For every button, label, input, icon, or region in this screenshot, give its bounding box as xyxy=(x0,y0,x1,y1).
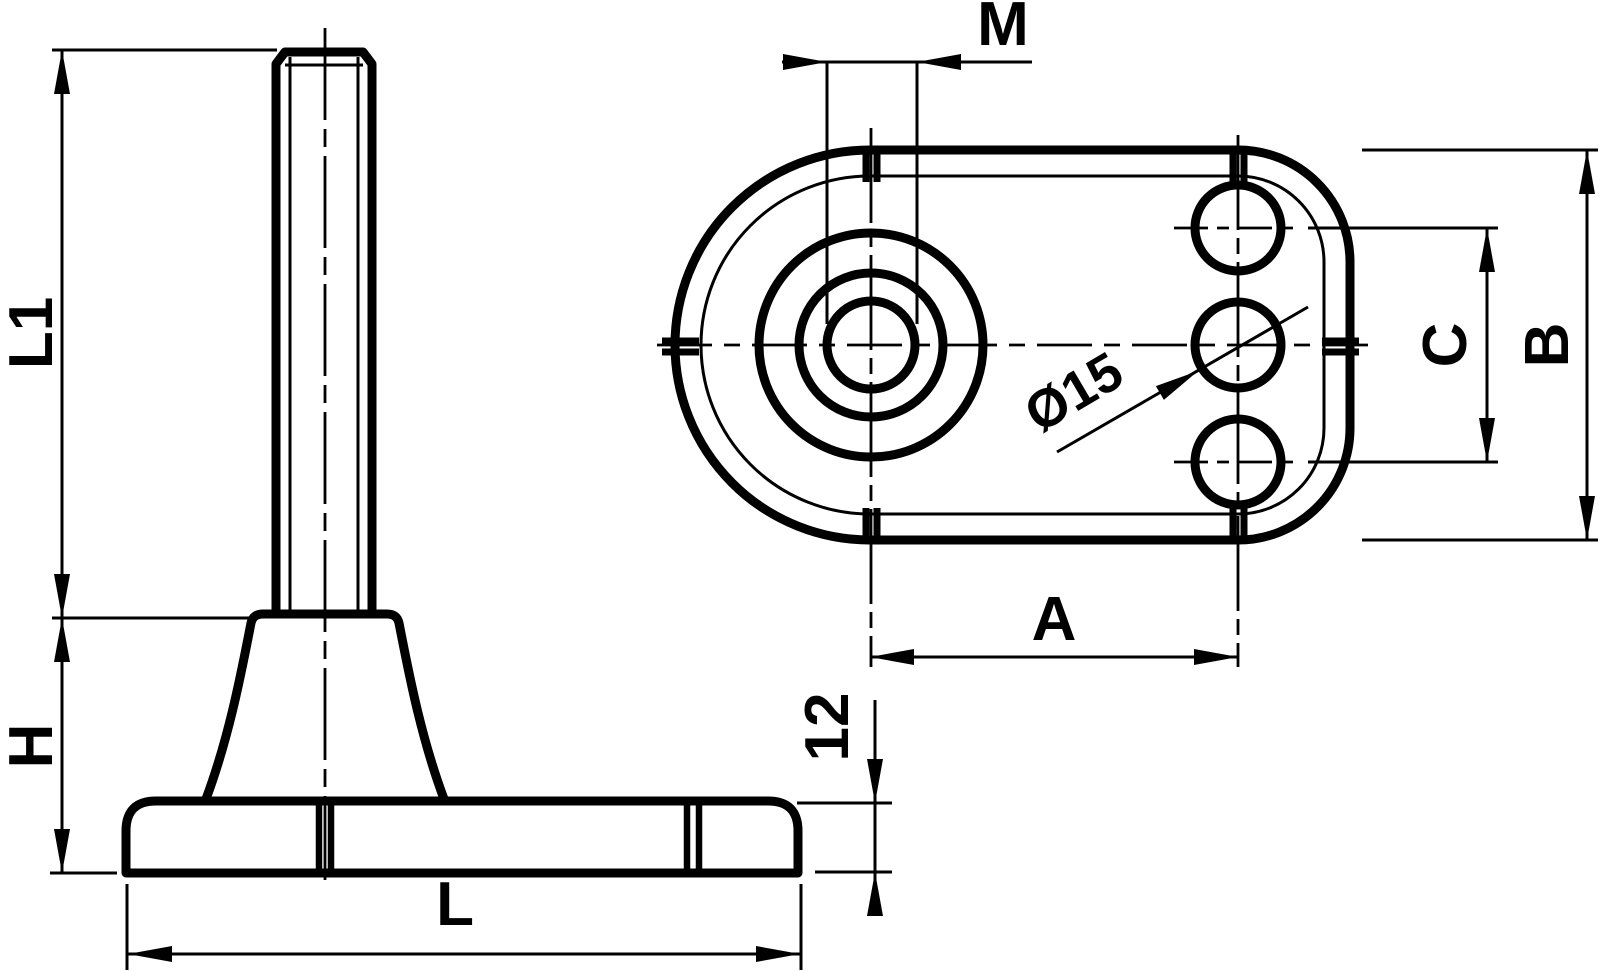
h-arrow-up xyxy=(54,618,70,662)
m-arrow-right xyxy=(783,54,827,70)
diameter-leader-arrow xyxy=(1155,371,1198,400)
l-label: L xyxy=(436,870,474,939)
dimension-L: L xyxy=(125,870,803,970)
thickness-label: 12 xyxy=(793,693,862,762)
m-label: M xyxy=(977,0,1029,59)
diameter-label: Ø15 xyxy=(1015,341,1133,445)
l-arrow-left xyxy=(128,946,172,962)
c-arrow-up xyxy=(1479,228,1495,272)
plate-top-outline xyxy=(670,145,1355,545)
thickness-arrow-down xyxy=(867,759,883,803)
base-plate-side-outline xyxy=(121,796,803,878)
dimension-L1: L1 xyxy=(0,48,277,618)
l1-label: L1 xyxy=(0,297,66,369)
m-arrow-left xyxy=(917,54,961,70)
b-label: B xyxy=(1513,323,1582,368)
side-view xyxy=(121,28,803,880)
dimension-C: C xyxy=(1308,226,1498,464)
a-arrow-right xyxy=(1194,649,1238,665)
plate-inner-contour xyxy=(699,174,1326,516)
l-arrow-right xyxy=(756,946,800,962)
a-label: A xyxy=(1032,585,1077,654)
dimension-A: A xyxy=(870,585,1238,665)
dimension-12: 12 xyxy=(793,693,892,916)
dimension-B: B xyxy=(1362,148,1598,542)
cone-body-outline xyxy=(201,609,449,801)
a-arrow-left xyxy=(870,649,914,665)
h-arrow-down xyxy=(54,829,70,873)
stud-outline xyxy=(271,47,377,618)
c-label: C xyxy=(1411,323,1480,368)
parting-ticks xyxy=(662,147,1359,543)
l1-arrow-up xyxy=(54,50,70,94)
dimension-M: M xyxy=(782,0,1032,324)
thickness-arrow-up xyxy=(867,872,883,916)
c-arrow-down xyxy=(1479,418,1495,462)
b-arrow-down xyxy=(1579,496,1595,540)
top-view xyxy=(657,128,1368,667)
l1-arrow-down xyxy=(54,574,70,618)
b-arrow-up xyxy=(1579,150,1595,194)
dimension-H: H xyxy=(0,616,253,875)
h-label: H xyxy=(0,724,66,769)
